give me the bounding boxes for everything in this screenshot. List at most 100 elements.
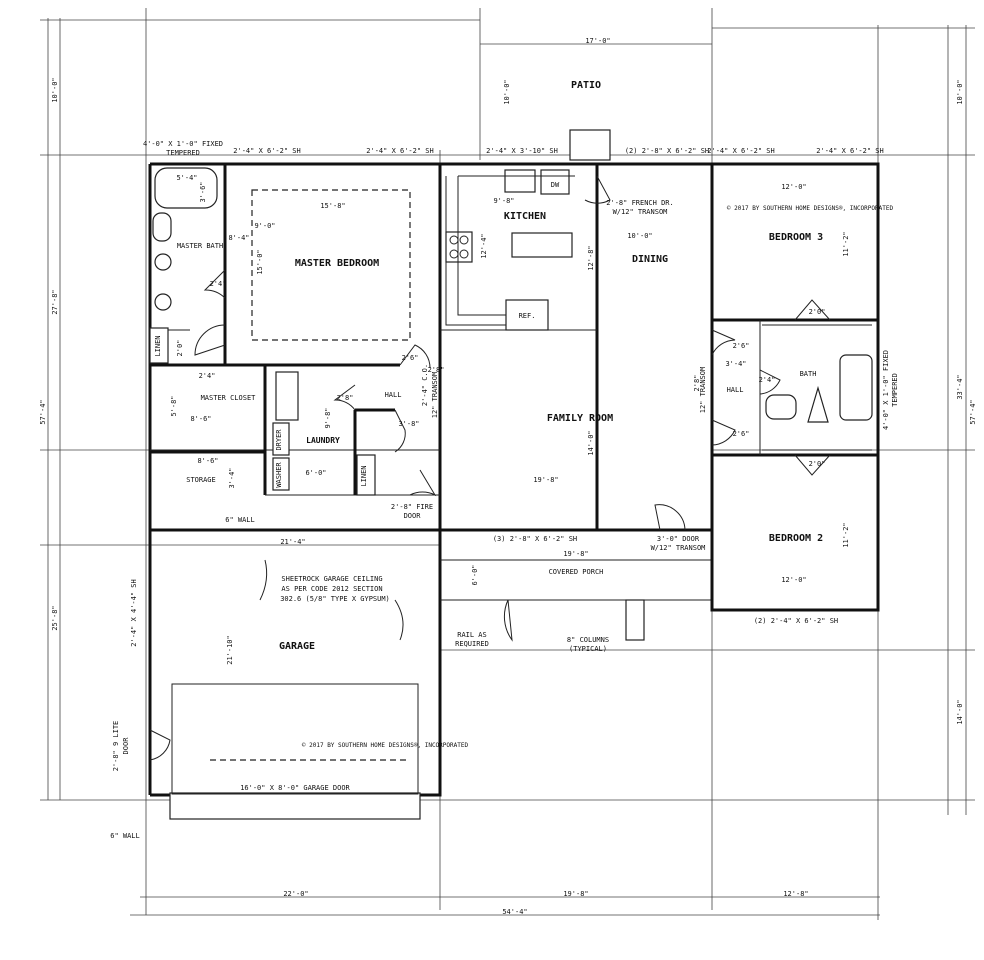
svg-text:3'-6": 3'-6" — [199, 181, 207, 202]
note-win-top-2: 2'-4" X 6'-2" SH — [366, 147, 433, 155]
master-tub — [154, 167, 218, 209]
dim-right-bottom: 14'-0" — [956, 699, 964, 724]
svg-text:302.6 (5/8" TYPE X GYPSUM): 302.6 (5/8" TYPE X GYPSUM) — [280, 595, 390, 603]
svg-text:8'-4": 8'-4" — [228, 234, 249, 242]
svg-text:2'6": 2'6" — [733, 342, 750, 350]
svg-text:2'6": 2'6" — [402, 354, 419, 362]
svg-text:2'8": 2'8" — [428, 366, 445, 374]
note-win-top-5: 2'-4" X 6'-2" SH — [707, 147, 774, 155]
note-window-fixed-tl: 4'-0" X 1'-0" FIXED — [143, 140, 223, 148]
svg-text:8'-6": 8'-6" — [197, 457, 218, 465]
door-swings — [149, 175, 831, 761]
svg-text:TEMPERED: TEMPERED — [891, 373, 899, 407]
note-win-top-1: 2'-4" X 6'-2" SH — [233, 147, 300, 155]
dim-patio-w: 17'-0" — [585, 37, 610, 45]
svg-text:10'-0": 10'-0" — [627, 232, 652, 240]
note-co: 2'-4" C.O. — [421, 364, 429, 406]
fixtures — [149, 129, 873, 641]
room-dining: DINING — [632, 254, 668, 265]
note-6in-wall-1: 6" WALL — [225, 516, 255, 524]
svg-text:15'-8": 15'-8" — [320, 202, 345, 210]
room-bedroom-3: BEDROOM 3 — [769, 232, 823, 243]
label-ref: REF. — [519, 312, 536, 320]
svg-text:14'-0": 14'-0" — [587, 430, 595, 455]
svg-text:TEMPERED: TEMPERED — [166, 149, 200, 157]
svg-text:11'-2": 11'-2" — [842, 522, 850, 547]
svg-text:2'6": 2'6" — [733, 430, 750, 438]
svg-text:12'-0": 12'-0" — [781, 183, 806, 191]
note-transom-right: 12" TRANSOM — [699, 367, 707, 413]
svg-text:19'-8": 19'-8" — [563, 550, 588, 558]
note-garage-door: 16'-0" X 8'-0" GARAGE DOOR — [240, 784, 350, 792]
room-kitchen: KITCHEN — [504, 211, 546, 222]
label-dryer: DRYER — [275, 429, 283, 451]
svg-text:DOOR: DOOR — [122, 737, 130, 755]
note-win-top-6: 2'-4" X 6'-2" SH — [816, 147, 883, 155]
label-dw: DW — [551, 181, 560, 189]
master-ceiling-outline — [251, 189, 411, 341]
dim-right-mid: 33'-4" — [956, 374, 964, 399]
room-laundry: LAUNDRY — [306, 436, 340, 445]
dim-right-top: 10'-0" — [956, 79, 964, 104]
note-rail: RAIL AS — [457, 631, 487, 639]
dim-left-mid: 27'-8" — [51, 289, 59, 314]
svg-text:6'-0": 6'-0" — [471, 564, 479, 585]
note-transom-left: 12" TRANSOM — [431, 372, 439, 418]
label-storage: STORAGE — [186, 476, 216, 484]
svg-text:W/12" TRANSOM: W/12" TRANSOM — [613, 208, 668, 216]
note-copyright-garage: © 2017 BY SOUTHERN HOME DESIGNS®, INCORP… — [302, 742, 469, 749]
label-linen-hall: LINEN — [360, 465, 368, 486]
note-fire-door: 2'-8" FIRE — [391, 503, 433, 511]
svg-text:21'-10": 21'-10" — [226, 635, 234, 665]
notes: 4'-0" X 1'-0" FIXED TEMPERED 2'-4" X 6'-… — [110, 140, 899, 840]
svg-text:9'-8": 9'-8" — [324, 407, 332, 428]
svg-text:8'-6": 8'-6" — [190, 415, 211, 423]
label-hall-right: HALL — [727, 386, 744, 394]
room-family-room: FAMILY ROOM — [547, 413, 613, 424]
note-porch-windows: (3) 2'-8" X 6'-2" SH — [493, 535, 577, 543]
svg-text:2'0": 2'0" — [176, 340, 184, 357]
note-columns: 8" COLUMNS — [567, 636, 609, 644]
svg-text:12'-8": 12'-8" — [587, 245, 595, 270]
svg-text:2'4": 2'4" — [210, 280, 227, 288]
svg-text:15'-0": 15'-0" — [256, 249, 264, 274]
svg-text:DOOR: DOOR — [404, 512, 422, 520]
label-hall-left: HALL — [385, 391, 402, 399]
svg-text:19'-8": 19'-8" — [533, 476, 558, 484]
dim-patio-d: 10'-0" — [503, 79, 511, 104]
note-lite-door: 2'-8" 9 LITE — [112, 721, 120, 772]
note-french-door: 2'-8" FRENCH DR. — [606, 199, 673, 207]
svg-text:3'-4": 3'-4" — [725, 360, 746, 368]
svg-text:2'0": 2'0" — [809, 308, 826, 316]
svg-text:5'-8": 5'-8" — [170, 395, 178, 416]
dim-bottom-total: 54'-4" — [502, 908, 527, 916]
svg-text:REQUIRED: REQUIRED — [455, 640, 489, 648]
svg-text:2'8": 2'8" — [693, 375, 701, 392]
dimension-labels: 17'-0" 10'-0" 10'-0" 10'-0" 27'-8" 33'-4… — [39, 37, 977, 916]
room-labels: PATIO KITCHEN DINING BEDROOM 3 MASTER BE… — [177, 80, 823, 652]
note-sheetrock: SHEETROCK GARAGE CEILING — [281, 575, 382, 583]
svg-text:2'8": 2'8" — [337, 394, 354, 402]
svg-text:12'-4": 12'-4" — [480, 233, 488, 258]
room-patio: PATIO — [571, 80, 601, 91]
kitchen-island — [511, 232, 573, 258]
interior-walls — [150, 164, 878, 610]
dim-bottom-2: 19'-8" — [563, 890, 588, 898]
note-copyright-top: © 2017 BY SOUTHERN HOME DESIGNS®, INCORP… — [727, 205, 894, 212]
note-garage-window: 2'-4" X 4'-4" SH — [130, 579, 138, 646]
dim-left-bottom: 25'-8" — [51, 605, 59, 630]
svg-text:(TYPICAL): (TYPICAL) — [569, 645, 607, 653]
label-washer: WASHER — [275, 462, 283, 488]
svg-text:6'-0": 6'-0" — [305, 469, 326, 477]
dim-left-top: 10'-0" — [51, 77, 59, 102]
note-6in-wall-2: 6" WALL — [110, 832, 140, 840]
svg-text:12'-0": 12'-0" — [781, 576, 806, 584]
note-win-top-4: (2) 2'-8" X 6'-2" SH — [625, 147, 709, 155]
note-win-top-3: 2'-4" X 3'-10" SH — [486, 147, 558, 155]
label-linen-bath: LINEN — [154, 335, 162, 356]
svg-text:AS PER CODE 2012 SECTION: AS PER CODE 2012 SECTION — [281, 585, 382, 593]
label-master-closet: MASTER CLOSET — [201, 394, 257, 402]
label-covered-porch: COVERED PORCH — [549, 568, 604, 576]
svg-text:2'4": 2'4" — [759, 376, 776, 384]
